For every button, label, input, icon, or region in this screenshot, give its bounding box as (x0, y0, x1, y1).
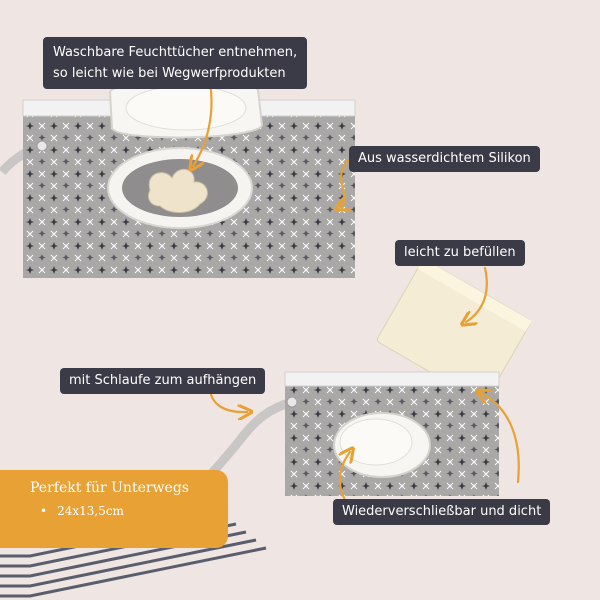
callout-easy-to-fill: leicht zu befüllen (395, 240, 525, 266)
hanging-loop-bottom (201, 397, 294, 484)
callout-take-out-line2: so leicht wie bei Wegwerfprodukten (53, 66, 286, 81)
info-box-size: 24x13,5cm (40, 504, 124, 518)
arrow-take-out (193, 80, 213, 166)
callout-hanging-loop: mit Schlaufe zum aufhängen (60, 368, 266, 394)
closed-pouch (201, 258, 532, 496)
info-box: Perfekt für Unterwegs 24x13,5cm (0, 470, 228, 548)
callout-take-out-wipes: Waschbare Feuchttücher entnehmen, so lei… (43, 37, 308, 89)
pouch-seal-strip-bottom (284, 371, 500, 387)
arrow-silicone (340, 158, 348, 207)
arrow-reclosable-right (481, 393, 520, 484)
washable-wipe (147, 168, 208, 213)
arrow-reclosable-left (340, 452, 350, 502)
arrow-easy-fill (466, 266, 488, 322)
callout-take-out-line1: Waschbare Feuchttücher entnehmen, (53, 45, 298, 60)
callout-reclosable: Wiederverschließbar und dicht (333, 499, 551, 525)
info-box-title: Perfekt für Unterwegs (30, 480, 189, 496)
callout-waterproof-silicone: Aus wasserdichtem Silikon (349, 146, 540, 172)
open-pouch (0, 80, 356, 278)
